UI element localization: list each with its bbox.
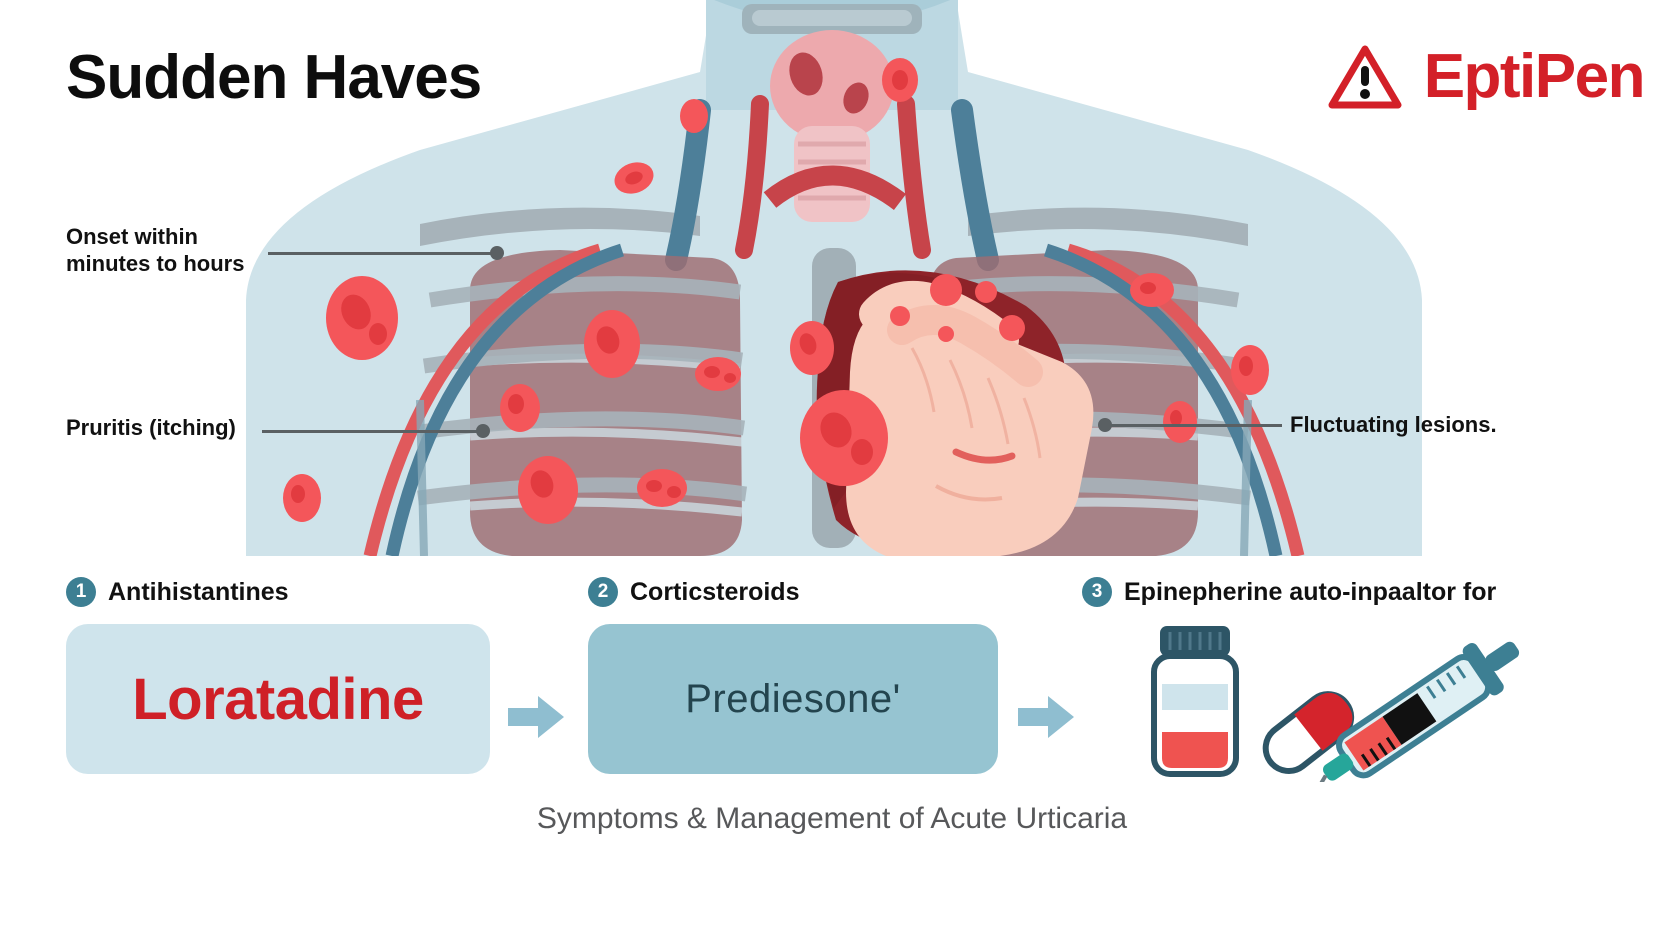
annotation-onset-line2: minutes to hours	[66, 250, 245, 276]
treatment-steps-row: 1 Antihistantines Loratadine 2 Corticste…	[0, 572, 1664, 835]
step-1-header: 1 Antihistantines	[66, 572, 490, 612]
footer-caption: Symptoms & Management of Acute Urticaria	[536, 802, 1128, 835]
torso-anatomy-illustration	[246, 0, 1422, 558]
step-3-label: Epinepherine auto-inpaaltor for	[1124, 577, 1497, 606]
step-3: 3 Epinepherine auto-inpaaltor for	[1082, 572, 1496, 612]
leader-dot-pruritis	[476, 424, 490, 438]
step-2: 2 Corticsteroids Prediesone'	[588, 572, 998, 774]
brand-logo: EptiPen	[1328, 42, 1646, 111]
warning-triangle-icon	[1328, 44, 1402, 110]
leader-line-fluctuating	[1110, 424, 1282, 427]
medication-card-1[interactable]: Loratadine	[66, 624, 490, 774]
leader-line-onset	[268, 252, 496, 255]
step-3-icon-group	[1118, 622, 1538, 835]
step-2-label: Corticsteroids	[630, 577, 800, 606]
step-1-badge: 1	[66, 577, 96, 607]
step-2-header: 2 Corticsteroids	[588, 572, 998, 612]
leader-dot-fluctuating	[1098, 418, 1112, 432]
step-1-label: Antihistantines	[108, 577, 289, 606]
annotation-pruritis: Pruritis (itching)	[66, 415, 236, 440]
annotation-onset-line1: Onset within	[66, 224, 198, 249]
medication-name-1: Loratadine	[132, 666, 424, 732]
step-3-header: 3 Epinepherine auto-inpaaltor for	[1082, 572, 1496, 612]
medicine-vial-icon	[1151, 626, 1239, 777]
medication-card-2[interactable]: Prediesone'	[588, 624, 998, 774]
arrow-right-icon-2	[1018, 694, 1074, 740]
hive-lesion-group	[283, 58, 1269, 524]
step-2-badge: 2	[588, 577, 618, 607]
annotation-fluctuating: Fluctuating lesions.	[1290, 412, 1497, 437]
capsule-pill-icon	[1262, 691, 1355, 774]
arrow-right-icon-1	[508, 694, 564, 740]
leader-dot-onset	[490, 246, 504, 260]
leader-line-pruritis	[262, 430, 482, 433]
medication-name-2: Prediesone'	[685, 676, 901, 721]
brand-name: EptiPen	[1423, 42, 1646, 111]
annotation-onset: Onset within minutes to hours	[66, 224, 326, 278]
step-3-badge: 3	[1082, 577, 1112, 607]
page-title: Sudden Haves	[66, 43, 482, 112]
step-1: 1 Antihistantines Loratadine	[66, 572, 490, 774]
